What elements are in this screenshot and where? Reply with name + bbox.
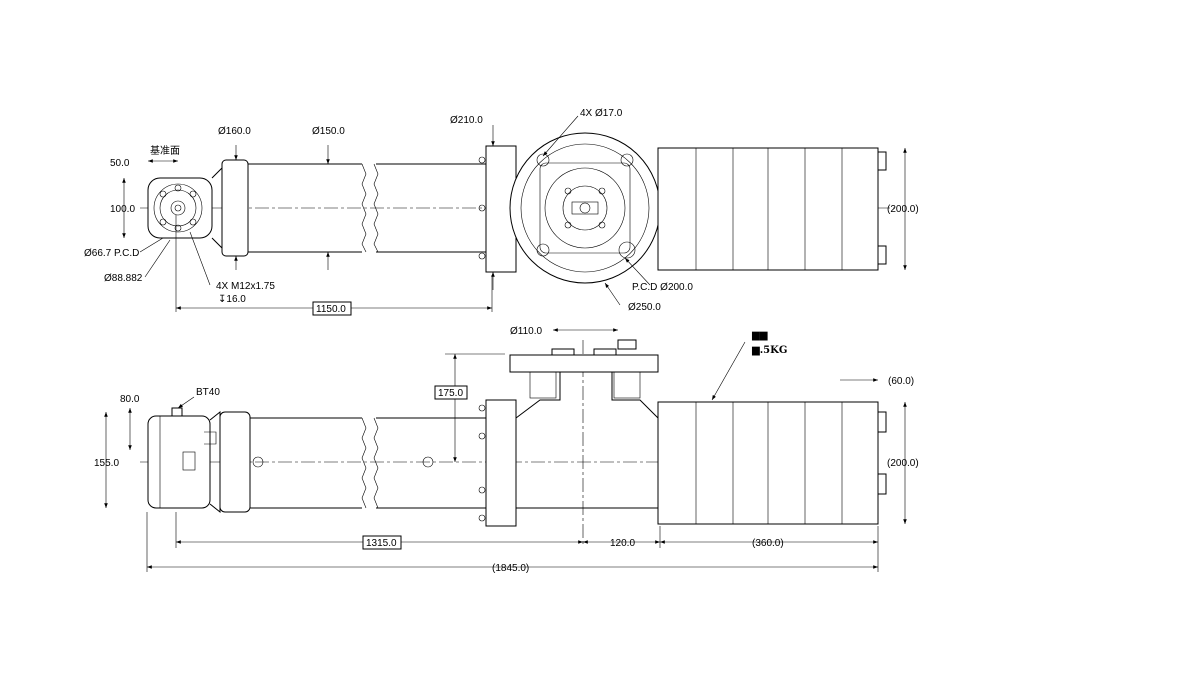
dim-200-side: (200.0) — [887, 458, 919, 469]
top-view: 基准面 50.0 100.0 Ø160.0 Ø150.0 Ø66.7 P.C.D… — [84, 108, 919, 316]
dim-175: 175.0 — [438, 388, 463, 399]
pcd-200: P.C.D Ø200.0 — [632, 282, 693, 293]
side-view: Ø110.0 ▆▆ ▆.5KG (60.0) 175.0 BT40 80.0 1… — [94, 326, 919, 574]
dim-1315: 1315.0 — [366, 538, 397, 549]
gearbox-flange-side — [485, 399, 517, 527]
output-flange — [509, 354, 659, 373]
dim-60: (60.0) — [888, 376, 914, 387]
dim-d88: Ø88.882 — [104, 273, 143, 284]
holes-spec: 4X Ø17.0 — [580, 108, 623, 119]
thread-spec: 4X M12x1.75 — [216, 281, 275, 292]
gear-housing — [509, 132, 661, 284]
weight-label-1: ▆▆ — [751, 330, 768, 341]
dim-1150: 1150.0 — [316, 304, 346, 315]
dim-360: (360.0) — [752, 538, 784, 549]
dim-120: 120.0 — [610, 538, 635, 549]
dim-155: 155.0 — [94, 458, 119, 469]
weight-label-2: ▆.5KG — [751, 345, 787, 356]
dim-50: 50.0 — [110, 158, 130, 169]
bt40-label: BT40 — [196, 387, 220, 398]
dim-1845: (1845.0) — [492, 563, 529, 574]
dim-d150: Ø150.0 — [312, 126, 345, 137]
spindle-head — [147, 177, 213, 239]
dim-100: 100.0 — [110, 204, 135, 215]
dim-pcd-66: Ø66.7 P.C.D — [84, 248, 139, 259]
thread-depth: ↧16.0 — [218, 294, 246, 305]
motor-flange — [221, 159, 249, 257]
dim-d250: Ø250.0 — [628, 302, 661, 313]
dim-200-top: (200.0) — [887, 204, 919, 215]
dim-80: 80.0 — [120, 394, 140, 405]
dim-d160: Ø160.0 — [218, 126, 251, 137]
dim-d110: Ø110.0 — [510, 326, 542, 337]
spindle-head-side — [147, 415, 211, 509]
dim-d210: Ø210.0 — [450, 115, 483, 126]
datum-label: 基准面 — [150, 144, 180, 157]
